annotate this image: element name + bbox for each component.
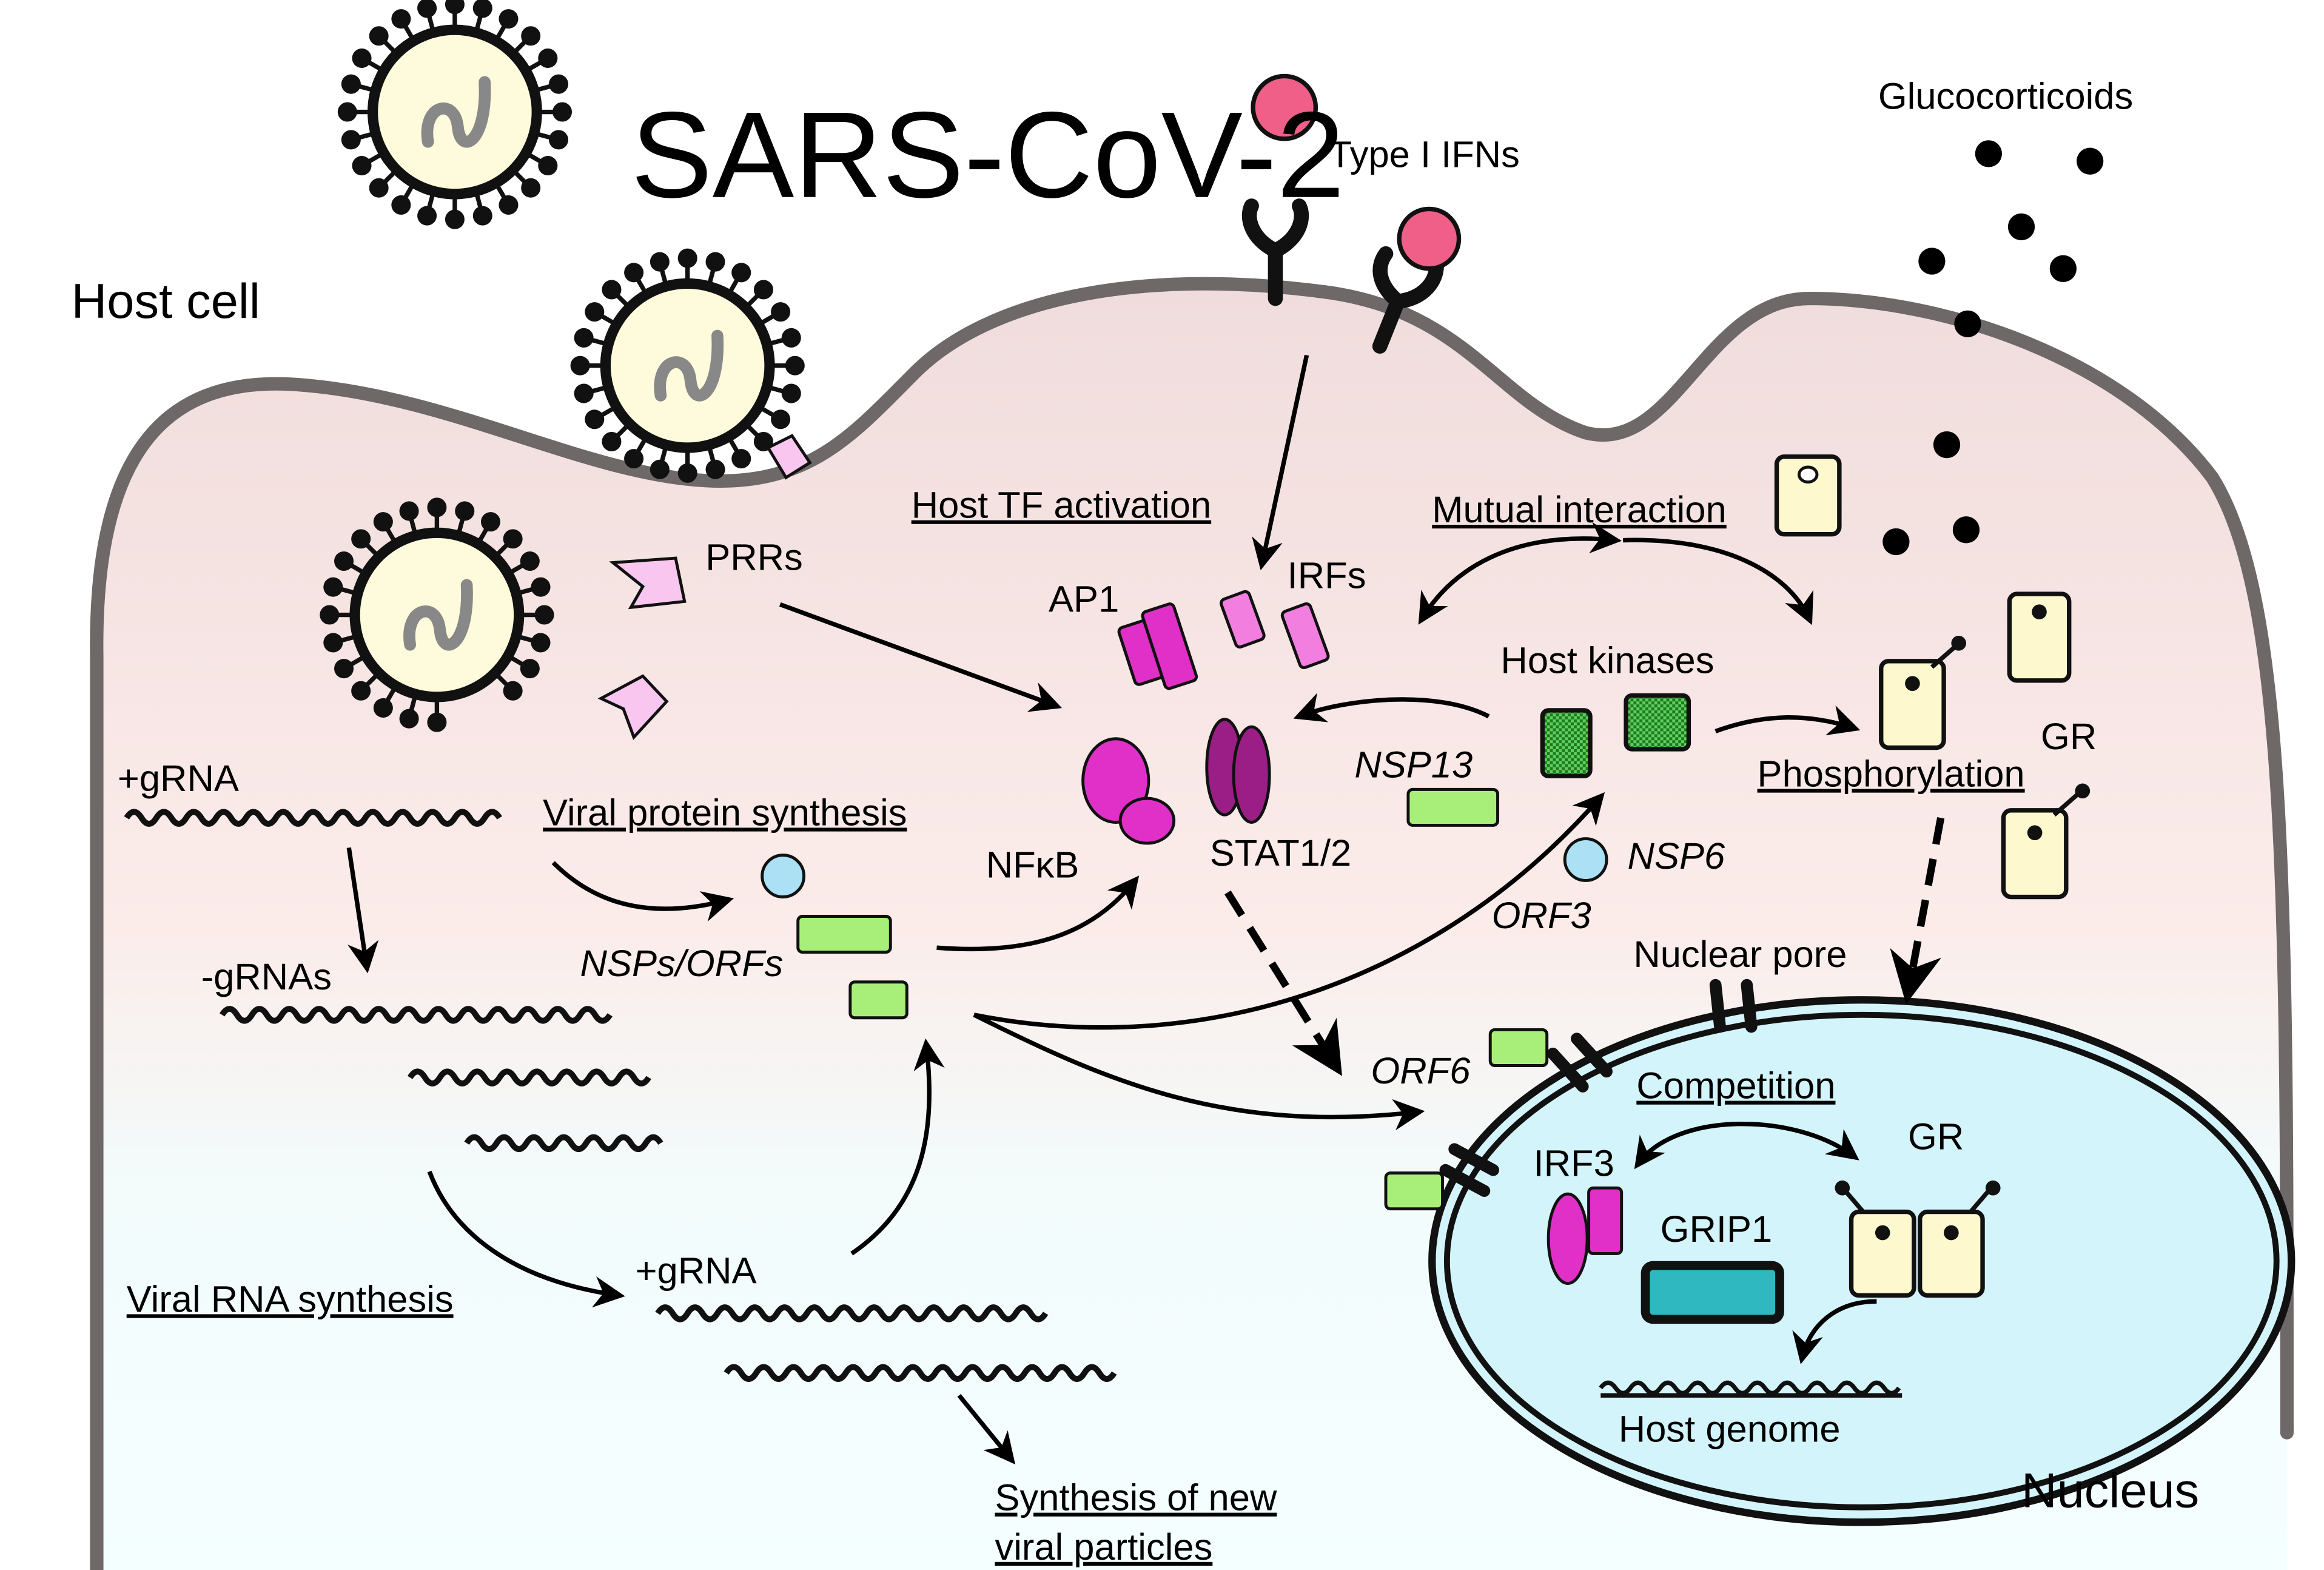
label-ap1: AP1	[1049, 579, 1119, 621]
gr-receptor-top	[1774, 454, 1842, 537]
label-orf6: ORF6	[1371, 1050, 1471, 1092]
label-nfkb: NFκB	[986, 844, 1080, 886]
host-kinase-2	[1624, 693, 1691, 752]
rna-strands	[124, 809, 1117, 1382]
gr-dimer	[1835, 1180, 2001, 1298]
label-nsp13: NSP13	[1354, 744, 1473, 786]
label-orf3: ORF3	[1492, 895, 1591, 937]
gr-receptor-phosphorylated-2	[2001, 783, 2091, 900]
label-nucleus: Nucleus	[2021, 1464, 2199, 1518]
label-synthesis-line2: viral particles	[995, 1526, 1212, 1568]
nfkb-factor	[1081, 737, 1176, 845]
label-plus-grna-top: +gRNA	[118, 758, 239, 800]
orf6-protein-1	[1488, 1028, 1549, 1067]
label-mutual-interaction: Mutual interaction	[1432, 489, 1726, 531]
type1-ifn-ligand-2	[1397, 206, 1462, 271]
prr-receptor-1	[609, 556, 687, 610]
orf6-protein-2	[1384, 1171, 1444, 1211]
label-viral-rna-synthesis: Viral RNA synthesis	[127, 1278, 454, 1320]
prr-receptor-2	[597, 674, 669, 740]
ifn-receptor-2	[1372, 246, 1444, 354]
label-minus-grnas: -gRNAs	[201, 956, 332, 998]
label-grip1: GRIP1	[1661, 1208, 1773, 1250]
label-host-cell: Host cell	[72, 274, 260, 329]
sars-cov-2-virus-2	[573, 251, 802, 480]
label-irf3: IRF3	[1534, 1143, 1614, 1185]
label-phosphorylation: Phosphorylation	[1758, 753, 2025, 795]
irfs-factor	[1220, 590, 1330, 670]
label-prrs: PRRs	[705, 537, 803, 579]
stat12-factor	[1205, 718, 1271, 824]
ap1-factor	[1117, 602, 1198, 690]
sars-cov-2-virus-1	[340, 0, 569, 227]
dashed-arrows	[1224, 817, 1945, 1076]
grip1-coactivator	[1641, 1261, 1784, 1324]
label-competition: Competition	[1636, 1065, 1835, 1107]
label-stat12: STAT1/2	[1210, 832, 1352, 874]
label-synthesis-line1: Synthesis of new	[995, 1477, 1277, 1519]
nuclear-pores	[1439, 979, 1758, 1197]
nsp-orf-green-2	[848, 980, 908, 1020]
label-glucocorticoids: Glucocorticoids	[1878, 76, 2133, 118]
orf3-protein	[1563, 837, 1608, 882]
gr-receptor-cyto-1	[2007, 591, 2072, 683]
glucocorticoid-molecules	[1882, 140, 2104, 556]
label-gr-cyto: GR	[2041, 716, 2097, 758]
label-nsp6: NSP6	[1628, 835, 1725, 877]
prr-receptor-membrane	[766, 434, 812, 480]
label-nuclear-pore: Nuclear pore	[1633, 934, 1847, 975]
sars-cov-2-virus-3	[322, 500, 552, 730]
nsp13-protein	[1406, 787, 1499, 827]
ifn-receptor-1	[1241, 198, 1309, 306]
type1-ifn-ligand-1	[1251, 73, 1318, 141]
label-host-tf-activation: Host TF activation	[912, 485, 1211, 527]
arrows	[346, 354, 1877, 1464]
label-irfs: IRFs	[1288, 554, 1366, 596]
label-type1-ifns: Type I IFNs	[1329, 134, 1520, 176]
label-viral-protein-synthesis: Viral protein synthesis	[543, 792, 907, 834]
host-kinase-1	[1540, 708, 1593, 778]
nsp-orf-blue	[761, 854, 806, 898]
gr-receptor-phosphorylated-1	[1879, 635, 1966, 750]
label-plus-grna-bottom: +gRNA	[636, 1250, 757, 1292]
host-cell-membrane	[90, 277, 2294, 1570]
host-genome-dna	[1599, 1380, 1903, 1398]
nsp-orf-green-1	[796, 915, 892, 954]
label-nsps-orfs: NSPs/ORFs	[580, 943, 784, 985]
label-host-kinases: Host kinases	[1500, 639, 1714, 681]
irf3-factor	[1547, 1186, 1624, 1285]
label-gr-nuc: GR	[1908, 1116, 1964, 1157]
label-sars-cov-2: SARS-CoV-2	[631, 86, 1345, 223]
label-host-genome: Host genome	[1619, 1408, 1841, 1450]
